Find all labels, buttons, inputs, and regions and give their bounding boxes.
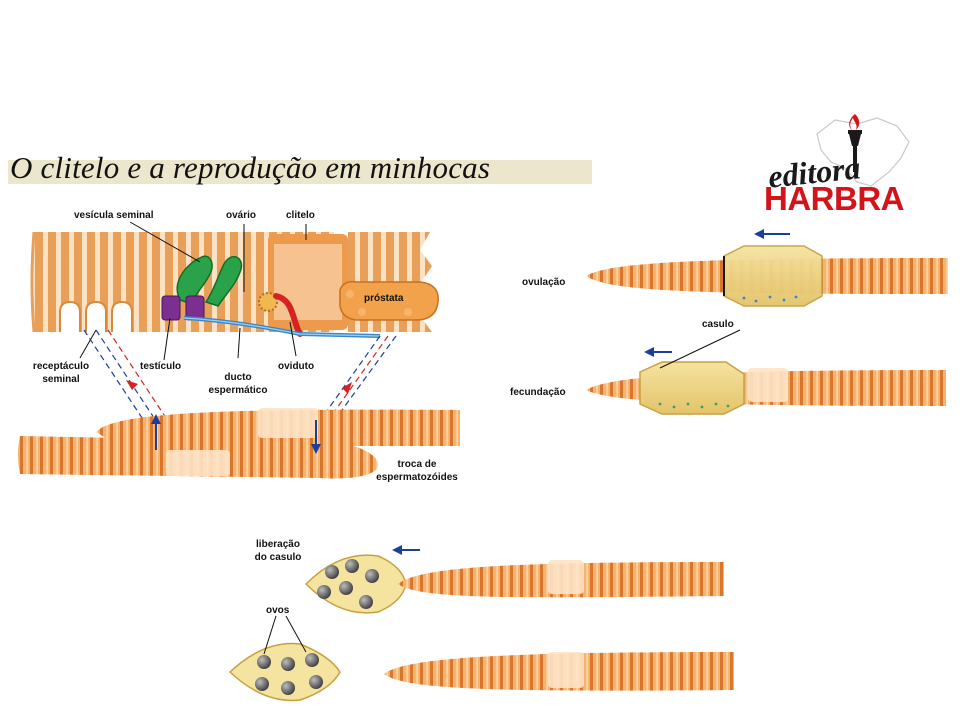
label-release-line2: do casulo [254, 552, 302, 563]
prostate [339, 280, 439, 321]
worm-section [30, 221, 439, 433]
label-cocoon: casulo [702, 319, 734, 330]
label-testis: testículo [140, 361, 182, 372]
ovulation-worm [586, 229, 948, 307]
label-seminal-receptacle: receptáculo seminal [22, 360, 100, 386]
label-duct-line1: ducto [224, 372, 252, 383]
cocoon-release-worm [304, 545, 724, 614]
label-release-line1: liberação [256, 539, 300, 550]
label-prostate: próstata [364, 293, 404, 304]
label-ovary: ovário [226, 210, 257, 221]
detached-cocoon-scene [228, 615, 734, 702]
testes [161, 295, 205, 321]
seminal-receptacles [59, 300, 133, 332]
label-oviduct: oviduto [278, 361, 315, 372]
seminal-vesicles [176, 255, 243, 307]
label-exchange-line2: espermatozóides [376, 472, 458, 483]
logo-harbra-text: HARBRA [764, 180, 905, 217]
torch-icon [848, 114, 862, 172]
label-receptacle-line1: receptáculo [32, 361, 90, 372]
brazil-map-icon [816, 117, 910, 187]
fertilization-worm [586, 329, 946, 415]
cocoon-forming [723, 245, 823, 307]
label-ovulation: ovulação [522, 277, 566, 288]
title-highlight [8, 160, 592, 184]
label-sperm-duct: ducto espermático [196, 371, 280, 397]
label-receptacle-line2: seminal [42, 374, 80, 385]
label-sperm-exchange: troca de espermatozóides [356, 458, 478, 484]
cocoon-fertilized [639, 361, 745, 415]
oviduct [273, 293, 303, 337]
label-seminal-vesicle: vesícula seminal [74, 210, 154, 221]
label-duct-line2: espermático [208, 385, 268, 396]
label-eggs: ovos [266, 605, 290, 616]
label-clitellum: clitelo [286, 210, 315, 221]
ovary [258, 292, 278, 312]
eggs-detached [255, 653, 323, 695]
label-exchange-line1: troca de [397, 459, 437, 470]
mating-worms [18, 408, 460, 479]
label-fertilization: fecundação [510, 387, 566, 398]
eggs-in-cocoon [317, 559, 379, 609]
page-title: O clitelo e a reprodução em minhocas [10, 150, 491, 185]
section-leader-lines [79, 221, 307, 361]
label-cocoon-release: liberação do casulo [242, 538, 314, 564]
